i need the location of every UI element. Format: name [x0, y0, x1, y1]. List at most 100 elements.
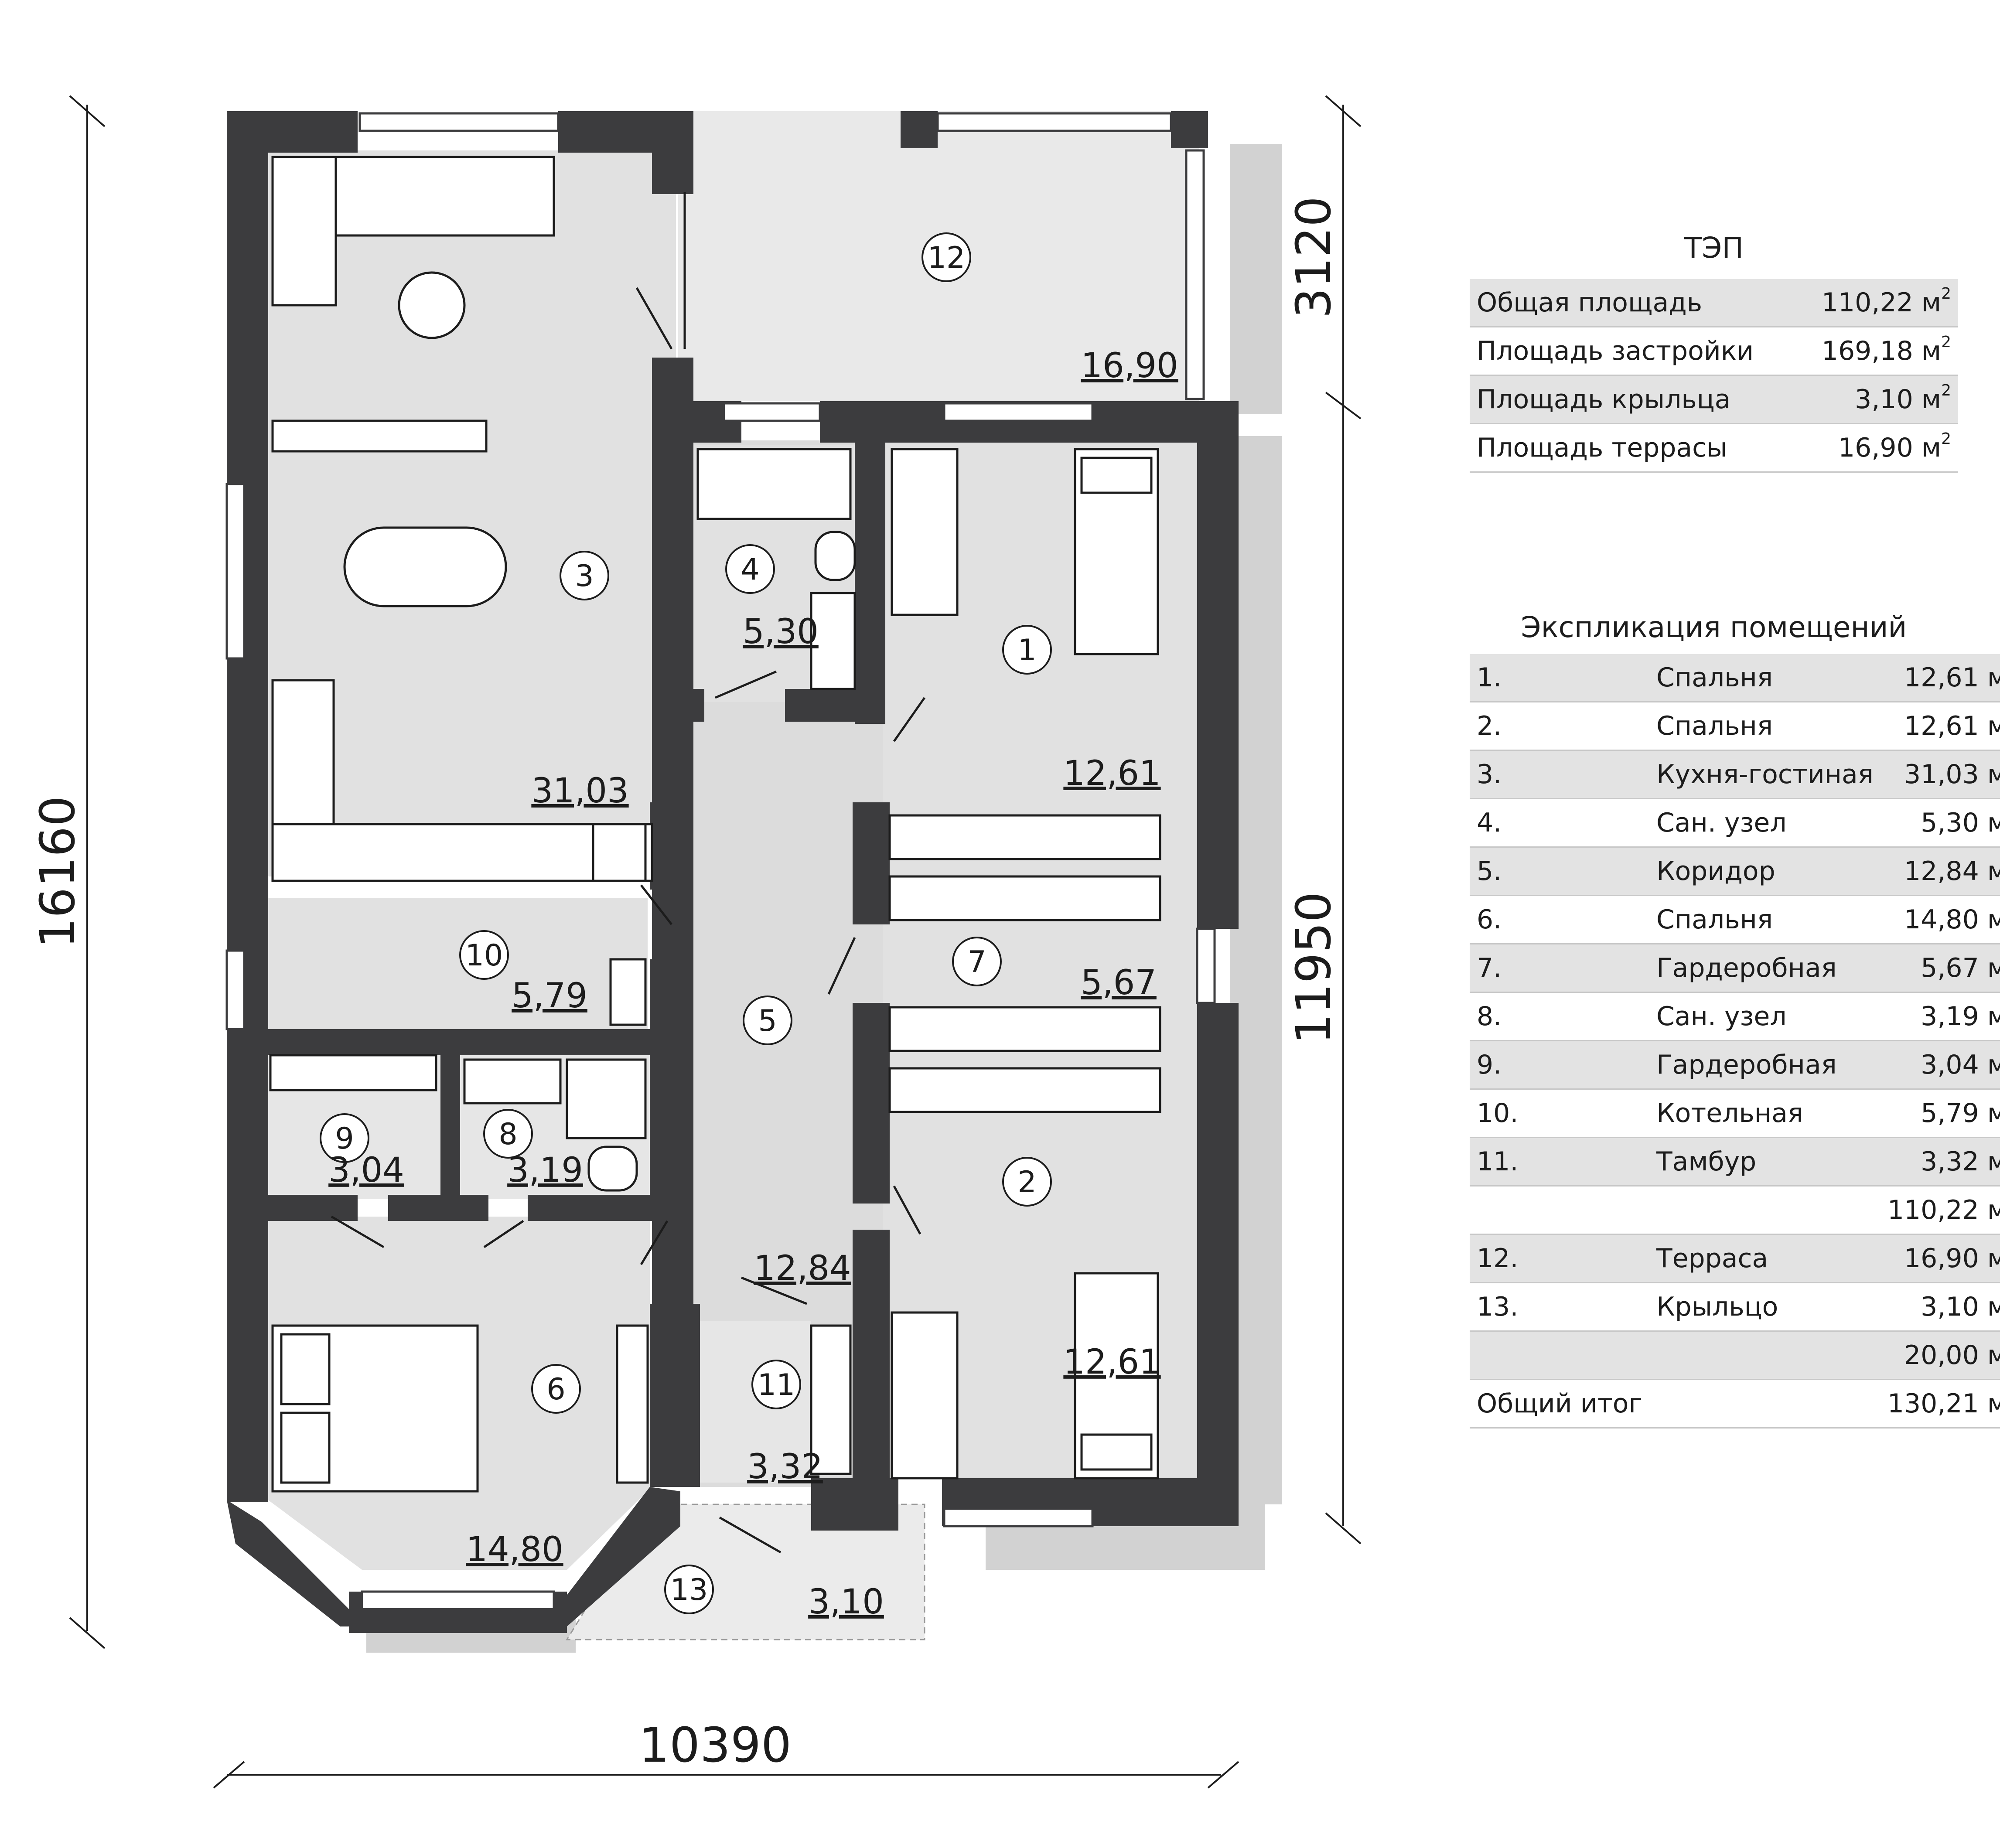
- explication-value: 12,61 м2: [1880, 702, 2000, 751]
- room-marker-circle: [952, 937, 1002, 986]
- wardrobe-11: [810, 1324, 852, 1475]
- stove: [271, 679, 335, 825]
- explication-name: Спальня: [1649, 702, 1881, 751]
- explication-name: Гардеробная: [1649, 1040, 1881, 1090]
- pillow-6a: [280, 1333, 331, 1405]
- explication-value: 110,22 м2: [1880, 1186, 2000, 1235]
- desk-2: [891, 1311, 959, 1480]
- room-number: 2: [1017, 1165, 1036, 1200]
- coffee-table: [398, 271, 466, 339]
- room-area: 5,30: [743, 612, 819, 651]
- explication-value: 16,90 м2: [1880, 1234, 2000, 1283]
- explication-number: 6.: [1470, 895, 1649, 944]
- explication-value: 5,67 м2: [1880, 944, 2000, 993]
- explication-value: 31,03 м2: [1880, 750, 2000, 799]
- room-area: 3,04: [328, 1151, 404, 1190]
- tv-console: [271, 419, 488, 453]
- explication-name: Кухня-гостиная: [1649, 750, 1881, 799]
- explication-number: 12.: [1470, 1234, 1649, 1283]
- sink-8: [463, 1058, 562, 1105]
- room-number: 5: [758, 1004, 777, 1038]
- floor-boiler-room: [268, 898, 648, 1047]
- room-marker-circle: [922, 232, 971, 282]
- room-area: 3,10: [808, 1582, 884, 1622]
- unit-exponent: 2: [1941, 333, 1951, 351]
- explication-value: 5,79 м2: [1880, 1089, 2000, 1138]
- explication-title: Экспликация помещений: [1521, 610, 1907, 644]
- explication-number: 7.: [1470, 944, 1649, 993]
- dimension-height: 16160: [30, 796, 85, 948]
- explication-value: 5,30 м2: [1880, 798, 2000, 848]
- explication-name: Тамбур: [1649, 1137, 1881, 1187]
- wardrobe-7a: [888, 814, 1161, 860]
- radiator-6: [616, 1324, 649, 1484]
- room-marker-circle: [560, 551, 609, 600]
- explication-name: Гардеробная: [1649, 944, 1881, 993]
- explication-value: 12,84 м2: [1880, 847, 2000, 896]
- wardrobe-2b: [888, 1067, 1161, 1113]
- explication-value: 3,10 м2: [1880, 1282, 2000, 1332]
- room-marker-circle: [320, 1113, 369, 1163]
- wardrobe-7b: [888, 875, 1161, 921]
- room-marker-circle: [1002, 625, 1052, 675]
- room-area: 12,61: [1063, 1343, 1160, 1382]
- fridge: [592, 823, 647, 882]
- explication-number: 13.: [1470, 1282, 1649, 1332]
- explication-row: 110,22 м2: [1470, 1186, 2000, 1235]
- tep-label: Площадь застройки: [1470, 327, 1797, 376]
- furniture: [269, 156, 1161, 1493]
- explication-number: 1.: [1470, 654, 1649, 702]
- room-number: 12: [928, 241, 966, 275]
- room-area: 3,19: [507, 1151, 583, 1190]
- dimension-lines: [69, 95, 1362, 1789]
- toilet-4: [814, 531, 856, 581]
- room-marker-circle: [483, 1109, 533, 1159]
- room-area: 31,03: [531, 771, 628, 811]
- explication-name: [1649, 1186, 1881, 1235]
- explication-number: 8.: [1470, 992, 1649, 1041]
- tep-value: 169,18 м2: [1796, 327, 1958, 376]
- explication-value: 130,21 м2: [1880, 1379, 2000, 1429]
- explication-value: 3,32 м2: [1880, 1137, 2000, 1187]
- room-marker-circle: [531, 1364, 581, 1414]
- room-number: 1: [1017, 633, 1036, 668]
- explication-value: 14,80 м2: [1880, 895, 2000, 944]
- explication-value: 3,04 м2: [1880, 1040, 2000, 1090]
- explication-name: [1649, 1331, 1881, 1380]
- explication-number: 10.: [1470, 1089, 1649, 1138]
- explication-number: 3.: [1470, 750, 1649, 799]
- room-marker-circle: [664, 1565, 714, 1614]
- room-number: 9: [335, 1122, 354, 1156]
- explication-name: Сан. узел: [1649, 798, 1881, 848]
- pillow-2: [1080, 1433, 1153, 1471]
- room-marker-circle: [725, 544, 775, 594]
- unit-exponent: 2: [1941, 285, 1951, 303]
- tep-label: Площадь террасы: [1470, 423, 1797, 473]
- doors: [331, 192, 926, 1554]
- room-marker-circle: [1002, 1157, 1052, 1207]
- tep-label: Общая площадь: [1470, 279, 1797, 327]
- boiler: [609, 958, 647, 1026]
- room-area: 12,84: [754, 1249, 851, 1288]
- desk-1: [891, 448, 959, 616]
- room-labels: 112,61212,61331,0345,30512,84614,8075,67…: [320, 232, 1178, 1622]
- wardrobe-9a: [269, 1054, 437, 1091]
- dimension-width: 10390: [639, 1717, 792, 1773]
- room-area: 14,80: [466, 1530, 563, 1569]
- walls: [227, 111, 1239, 1633]
- room-number: 13: [670, 1573, 708, 1607]
- explication-name: Спальня: [1649, 654, 1881, 702]
- room-marker-circle: [743, 996, 792, 1045]
